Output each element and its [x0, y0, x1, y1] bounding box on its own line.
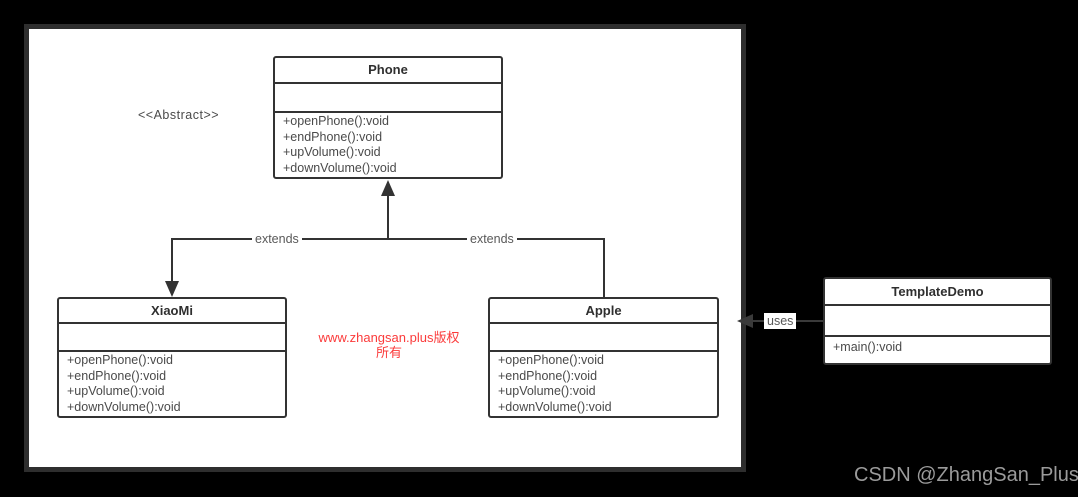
class-templatedemo-name: TemplateDemo — [825, 279, 1050, 306]
method-line: +openPhone():void — [498, 352, 604, 367]
watermark-red: www.zhangsan.plus版权 所有 — [299, 330, 479, 360]
class-phone: Phone +openPhone():void +endPhone():void… — [273, 56, 503, 179]
class-apple-name: Apple — [490, 299, 717, 324]
method-line: +openPhone():void — [67, 352, 173, 367]
watermark-csdn: CSDN @ZhangSan_Plus — [854, 464, 1078, 486]
class-apple-methods: +openPhone():void +endPhone():void +upVo… — [490, 352, 717, 416]
class-templatedemo-methods: +main():void — [825, 337, 1050, 363]
class-xiaomi: XiaoMi +openPhone():void +endPhone():voi… — [57, 297, 287, 418]
class-xiaomi-name: XiaoMi — [59, 299, 285, 324]
method-line: +downVolume():void — [498, 400, 612, 415]
extends-label-right: extends — [467, 231, 517, 247]
method-line: +main():void — [833, 340, 903, 354]
class-templatedemo: TemplateDemo +main():void — [823, 277, 1052, 365]
method-line: +upVolume():void — [498, 384, 596, 399]
extends-label-left: extends — [252, 231, 302, 247]
uses-arrowhead-icon — [737, 314, 753, 328]
class-templatedemo-attributes — [825, 306, 1050, 337]
uses-label: uses — [764, 313, 797, 329]
method-line: +upVolume():void — [67, 384, 165, 399]
method-line: +endPhone():void — [283, 129, 383, 144]
inheritance-trunk-line — [387, 193, 389, 240]
inheritance-branch-xiaomi-line — [171, 238, 173, 284]
class-phone-attributes — [275, 84, 501, 113]
class-phone-methods: +openPhone():void +endPhone():void +upVo… — [275, 113, 501, 177]
method-line: +downVolume():void — [67, 400, 181, 415]
inheritance-arrowhead-up-icon — [381, 180, 395, 196]
method-line: +endPhone():void — [67, 368, 167, 383]
inheritance-arrowhead-down-icon — [165, 281, 179, 297]
inheritance-branch-apple-line — [603, 238, 605, 297]
class-xiaomi-attributes — [59, 324, 285, 352]
method-line: +endPhone():void — [498, 368, 598, 383]
method-line: +upVolume():void — [283, 145, 381, 160]
method-line: +openPhone():void — [283, 113, 389, 128]
abstract-stereotype-label: <<Abstract>> — [138, 108, 220, 122]
watermark-red-line1: www.zhangsan.plus版权 — [318, 330, 460, 345]
method-line: +downVolume():void — [283, 161, 397, 176]
class-phone-name: Phone — [275, 58, 501, 84]
inheritance-horizontal-line — [171, 238, 605, 240]
class-apple-attributes — [490, 324, 717, 352]
watermark-red-line2: 所有 — [375, 345, 402, 360]
class-xiaomi-methods: +openPhone():void +endPhone():void +upVo… — [59, 352, 285, 416]
class-apple: Apple +openPhone():void +endPhone():void… — [488, 297, 719, 418]
